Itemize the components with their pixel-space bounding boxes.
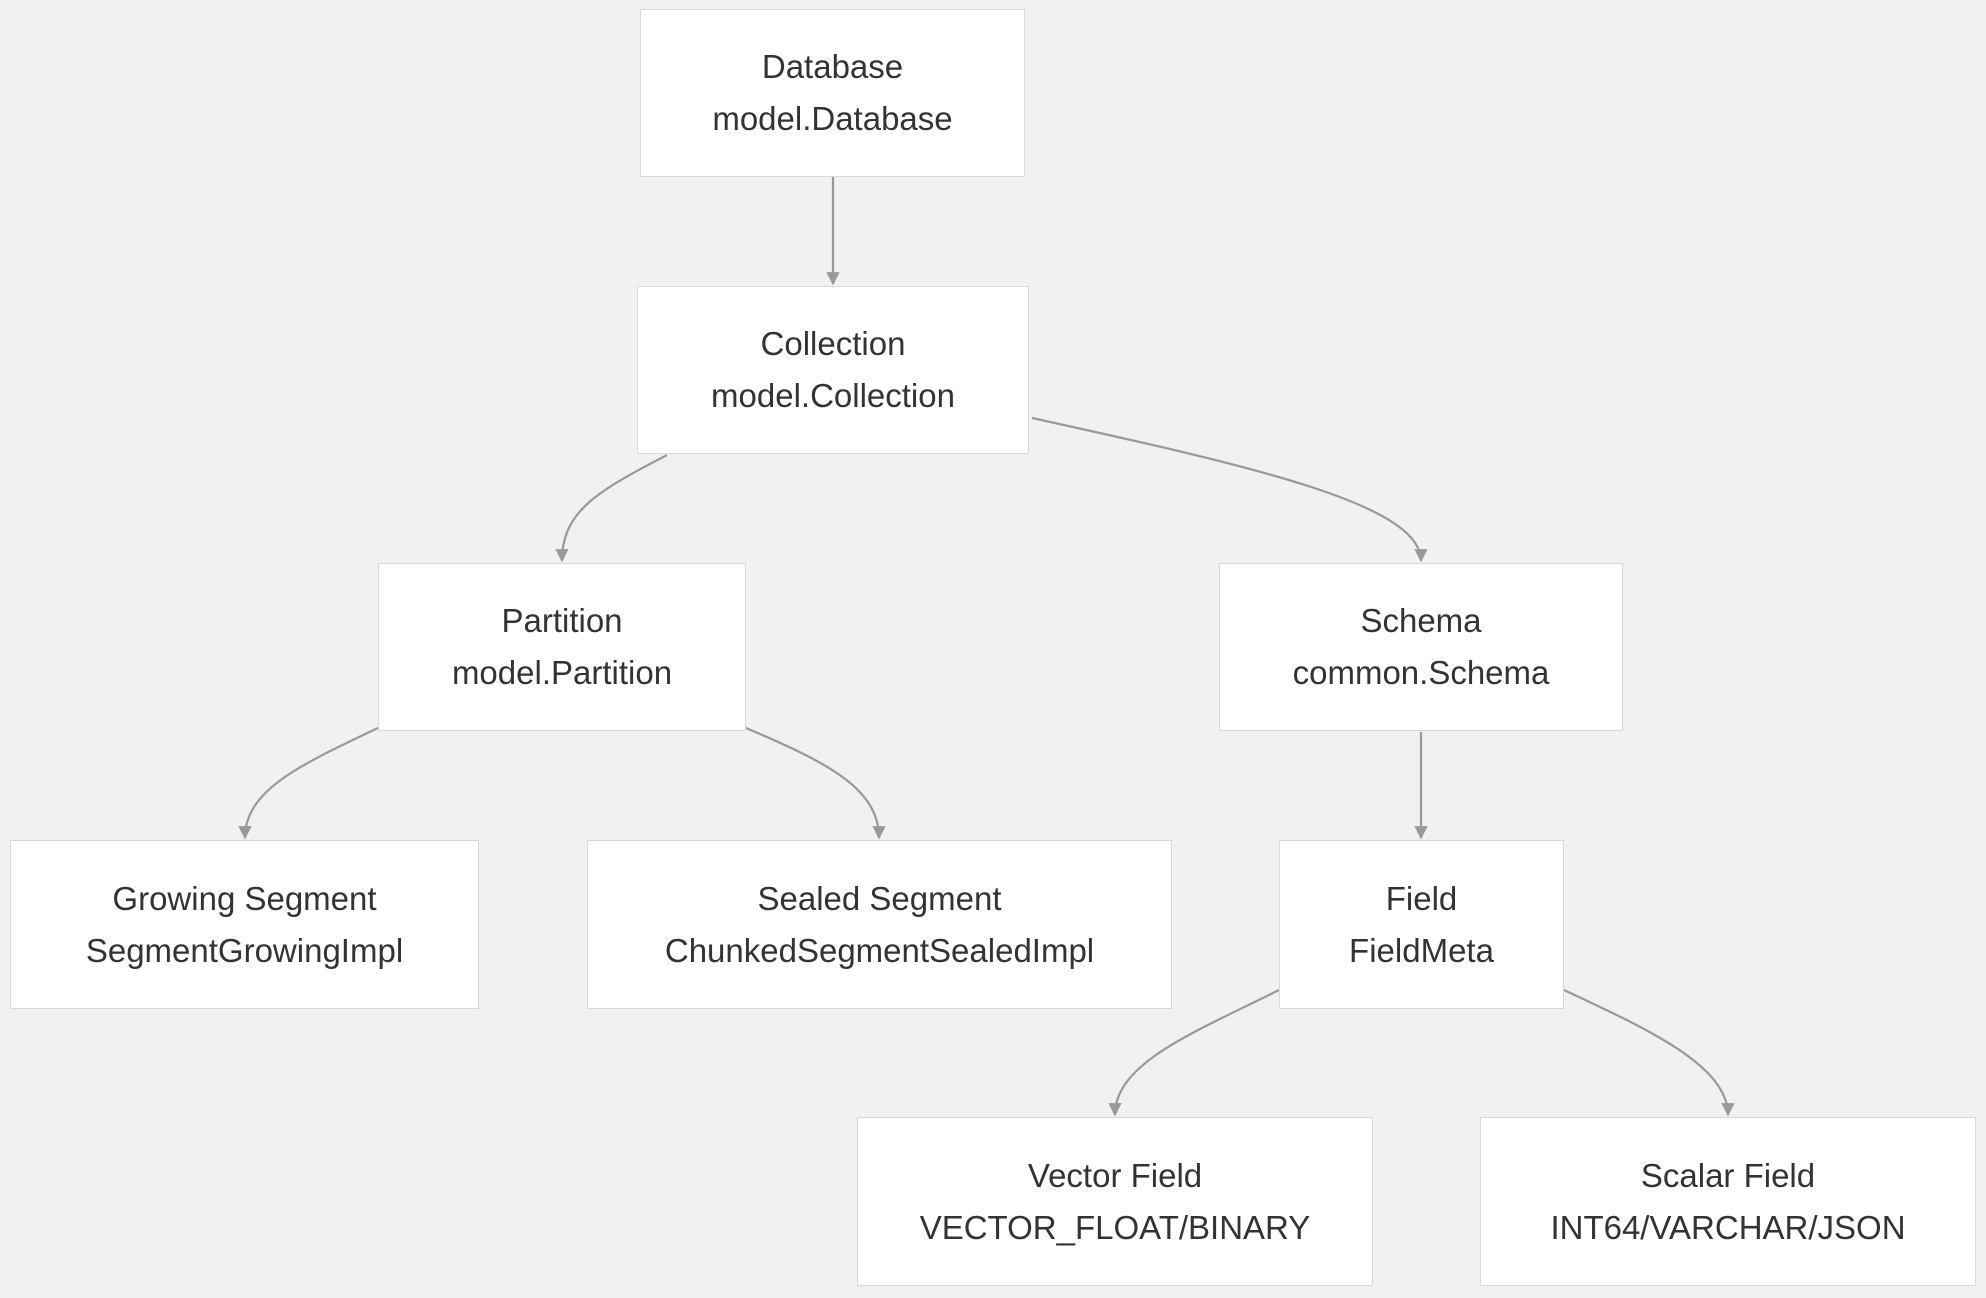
node-database-subtitle: model.Database xyxy=(712,100,953,137)
node-sealed-segment[interactable]: Sealed Segment ChunkedSegmentSealedImpl xyxy=(587,840,1172,1009)
node-database-title: Database xyxy=(761,48,904,85)
node-growing-segment-subtitle: SegmentGrowingImpl xyxy=(85,931,404,969)
node-scalar-field-title: Scalar Field xyxy=(1640,1156,1816,1194)
node-scalar-field[interactable]: Scalar Field INT64/VARCHAR/JSON xyxy=(1480,1117,1976,1286)
node-schema-title: Schema xyxy=(1360,602,1482,639)
node-field-title: Field xyxy=(1385,879,1458,917)
node-sealed-segment-title: Sealed Segment xyxy=(757,879,1002,917)
node-partition-title: Partition xyxy=(501,602,623,639)
node-field[interactable]: Field FieldMeta xyxy=(1279,840,1564,1009)
node-sealed-segment-subtitle: ChunkedSegmentSealedImpl xyxy=(664,931,1095,969)
node-collection-subtitle: model.Collection xyxy=(711,377,955,414)
node-field-subtitle: FieldMeta xyxy=(1349,931,1494,969)
edge-collection-to-partition xyxy=(555,454,668,563)
edge-partition-to-sealed xyxy=(745,726,886,840)
node-growing-segment-title: Growing Segment xyxy=(112,879,377,917)
node-partition[interactable]: Partition model.Partition xyxy=(378,563,746,731)
node-vector-field[interactable]: Vector Field VECTOR_FLOAT/BINARY xyxy=(857,1117,1373,1286)
node-scalar-field-subtitle: INT64/VARCHAR/JSON xyxy=(1550,1208,1906,1246)
node-collection[interactable]: Collection model.Collection xyxy=(637,286,1029,454)
node-vector-field-subtitle: VECTOR_FLOAT/BINARY xyxy=(919,1208,1311,1246)
edge-collection-to-schema xyxy=(1031,416,1428,563)
node-collection-title: Collection xyxy=(760,325,906,362)
edge-field-to-vector xyxy=(1108,989,1280,1117)
node-growing-segment[interactable]: Growing Segment SegmentGrowingImpl xyxy=(10,840,479,1009)
edge-field-to-scalar xyxy=(1563,989,1735,1117)
edge-partition-to-growing xyxy=(238,727,379,840)
node-schema-subtitle: common.Schema xyxy=(1292,654,1550,691)
node-schema[interactable]: Schema common.Schema xyxy=(1219,563,1623,731)
node-partition-subtitle: model.Partition xyxy=(451,654,673,691)
node-database[interactable]: Database model.Database xyxy=(640,9,1025,177)
node-vector-field-title: Vector Field xyxy=(1027,1156,1203,1194)
